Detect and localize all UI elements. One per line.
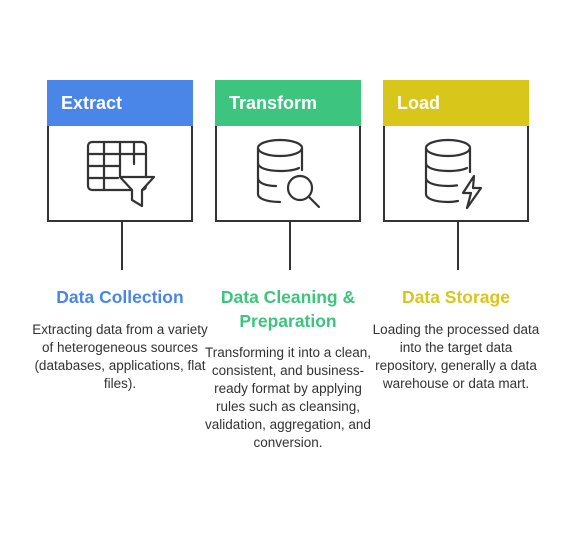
database-search-icon	[256, 138, 321, 209]
load-card: Load	[383, 80, 529, 270]
step-load: Load Data Storage Loading the processed …	[373, 80, 539, 391]
step-transform: Transform Data Cleaning & Preparation Tr…	[205, 80, 371, 450]
database-lightning-icon	[424, 138, 483, 210]
table-funnel-icon	[86, 140, 156, 208]
load-title: Data Storage	[402, 287, 510, 307]
load-connector	[457, 220, 459, 270]
transform-header: Transform	[215, 80, 361, 126]
extract-title: Data Collection	[56, 287, 184, 307]
load-header-label: Load	[397, 92, 440, 113]
transform-description: Transforming it into a clean, consistent…	[204, 345, 372, 450]
extract-description: Extracting data from a variety of hetero…	[32, 322, 208, 391]
load-description: Loading the processed data into the targ…	[372, 322, 540, 391]
transform-connector	[289, 220, 291, 270]
transform-header-label: Transform	[229, 92, 318, 113]
transform-card: Transform	[215, 80, 361, 270]
step-extract: Extract Data Collection Extracting data …	[32, 80, 208, 391]
load-header: Load	[383, 80, 529, 126]
extract-header-label: Extract	[61, 92, 123, 113]
extract-card: Extract	[47, 80, 193, 270]
transform-title: Data Cleaning & Preparation	[220, 287, 356, 331]
extract-header: Extract	[47, 80, 193, 126]
extract-connector	[121, 220, 123, 270]
